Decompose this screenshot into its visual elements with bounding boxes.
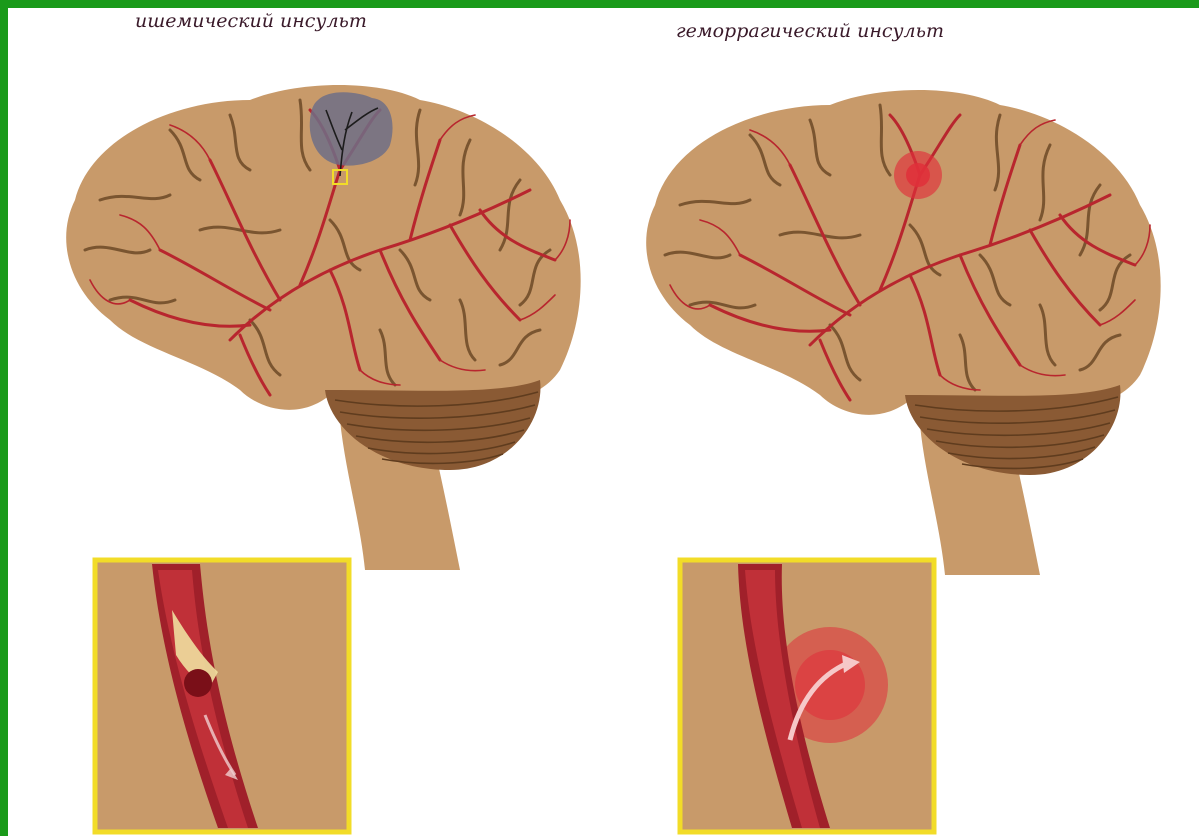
ischemic-vessel-inset [95,560,349,832]
hemorrhagic-vessel-inset [680,560,934,832]
ischemia-zone [310,92,393,165]
blood-clot-icon [184,669,212,697]
hemorrhagic-brain-illustration [646,90,1160,575]
ischemic-brain-illustration [66,85,580,570]
